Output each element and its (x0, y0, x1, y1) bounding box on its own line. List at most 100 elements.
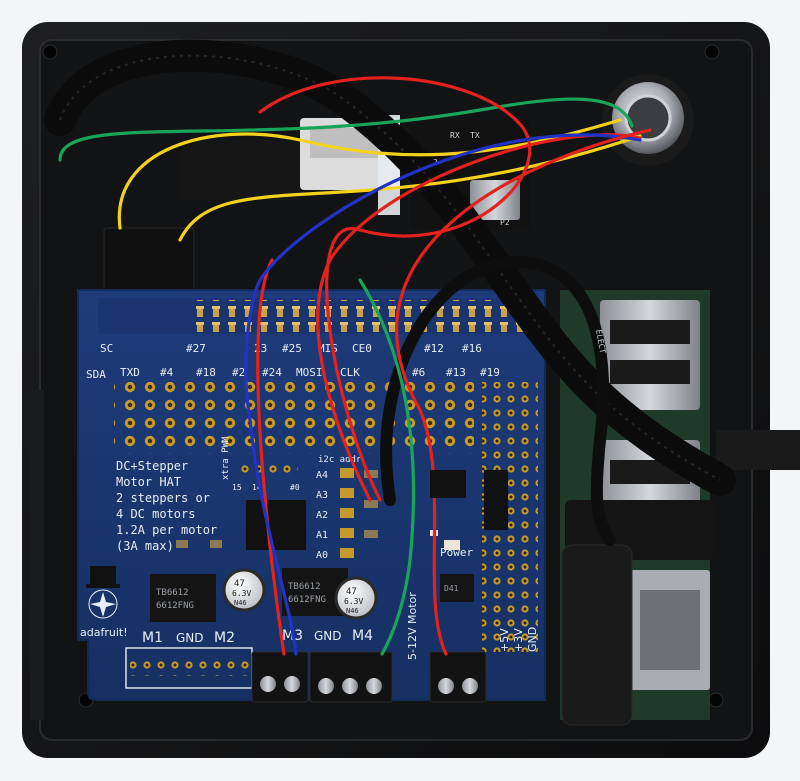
addr-label: A3 (316, 490, 328, 501)
power-label: Power (440, 546, 473, 559)
i2c-addr-label: i2c addr (318, 455, 362, 465)
chip-label: 6612FNG (156, 601, 194, 611)
gpio-label: #2 (232, 366, 245, 379)
pwm-pin-label: 14 (252, 483, 262, 492)
gpio-pins (196, 300, 526, 332)
gpio-label: #13 (446, 366, 466, 379)
yellow-wire-2 (178, 134, 642, 242)
desc-line: Motor HAT (116, 475, 181, 489)
regulator-chip (440, 574, 474, 602)
desc-line: 4 DC motors (116, 507, 195, 521)
ethernet-socket (640, 590, 700, 670)
adafruit-logo (86, 566, 120, 619)
rpi-chip-area (180, 140, 300, 200)
gpio-label: #12 (424, 342, 444, 355)
gpio-label: #24 (262, 366, 282, 379)
module-label-p2: P2 (500, 218, 510, 227)
gpio-label: 23 (254, 342, 267, 355)
regulator-label: D41 (444, 584, 459, 593)
power-input-label: 5-12V Motor (406, 592, 419, 660)
module-label-tx: TX (470, 131, 480, 140)
capacitor (222, 568, 266, 612)
motor-jumper-block (484, 470, 508, 530)
supply-label: +3V (512, 628, 525, 652)
m1-m2-pads (130, 656, 250, 676)
supply-pin-labels: +5V +3V GND (498, 627, 539, 652)
red-wire-4 (395, 128, 652, 656)
address-jumpers (340, 468, 354, 558)
screw-terminal-m3 (251, 651, 309, 703)
motor-label: GND (176, 631, 204, 645)
usb-port-slot (610, 360, 690, 384)
usb-plug (561, 544, 633, 726)
button-cap (624, 94, 672, 142)
motor-label: GND (314, 629, 342, 643)
micro-usb-port (470, 180, 520, 220)
cap-label: 6.3V (344, 597, 363, 606)
pwm-holes (238, 462, 298, 478)
case-screw-hole (704, 44, 720, 60)
adafruit-brand: adafruit! (80, 626, 128, 639)
gpio-label: MOSI (296, 366, 323, 379)
addr-label: A2 (316, 510, 328, 521)
gpio-label: CE0 (352, 342, 372, 355)
pwm-pin-label: 15 (232, 483, 242, 492)
case-screw-hole (42, 44, 58, 60)
cap-label: N46 (346, 607, 359, 615)
addr-label: A1 (316, 530, 328, 541)
extra-pwm-label: xtra PWM (221, 436, 231, 480)
gpio-label: #16 (462, 342, 482, 355)
supply-label: GND (526, 627, 539, 652)
gpio-label: SC (100, 342, 113, 355)
jumper-wires (58, 76, 652, 656)
gpio-label: SDA (86, 368, 106, 381)
motor-label: M1 (142, 630, 163, 646)
gpio-label: #18 (196, 366, 216, 379)
ribbon-cable-texture (59, 54, 721, 481)
smd-components (176, 470, 460, 550)
motor-terminal-labels: M1 GND M2 M3 GND M4 (142, 628, 373, 646)
chip-label: 6612FNG (288, 595, 326, 605)
motor-jumper-block (430, 470, 466, 498)
desc-line: DC+Stepper (116, 459, 188, 473)
desc-line: 2 steppers or (116, 491, 210, 505)
module-label-rx: RX (450, 131, 460, 140)
pwm-driver-chip (246, 500, 306, 550)
addr-label: A0 (316, 550, 328, 561)
motor-driver-chip (150, 574, 216, 622)
board-description: DC+Stepper Motor HAT 2 steppers or 4 DC … (116, 459, 217, 553)
red-wire-2 (316, 133, 642, 502)
gpio-label: #25 (282, 342, 302, 355)
i2c-address-labels: A4 A3 A2 A1 A0 (316, 470, 328, 561)
pwm-pin-label: #0 (290, 483, 300, 492)
desc-line: 1.2A per motor (116, 523, 217, 537)
green-wire-2 (358, 278, 416, 656)
screw-terminal-power (429, 651, 487, 703)
gpio-label: #6 (412, 366, 425, 379)
gpio-mid-labels: SDA TXD #4 #18 #2 #24 MOSI CLK #6 #13 #1… (86, 366, 500, 381)
case-rail (30, 390, 44, 720)
red-wire-3 (256, 258, 286, 656)
cap-label: 47 (346, 587, 357, 597)
gpio-label: #19 (480, 366, 500, 379)
blue-wire (244, 133, 642, 656)
usb-port-slot (610, 320, 690, 344)
gpio-label: #4 (160, 366, 174, 379)
green-wire (58, 97, 634, 162)
capacitor (334, 576, 378, 620)
addr-label: A4 (316, 470, 328, 481)
gpio-label: TXD (120, 366, 140, 379)
case-screw-hole (708, 692, 724, 708)
cable-print: ELECT (594, 329, 607, 354)
gpio-label: CLK (340, 366, 360, 379)
cap-label: 6.3V (232, 589, 251, 598)
gpio-label: #27 (186, 342, 206, 355)
motor-label: M4 (352, 628, 373, 644)
chip-label: TB6612 (288, 582, 321, 592)
prototype-area (114, 382, 474, 454)
desc-line: (3A max) (116, 539, 174, 553)
screw-terminal-m4 (309, 651, 393, 703)
chip-label: TB6612 (156, 588, 189, 598)
supply-label: +5V (498, 628, 511, 652)
